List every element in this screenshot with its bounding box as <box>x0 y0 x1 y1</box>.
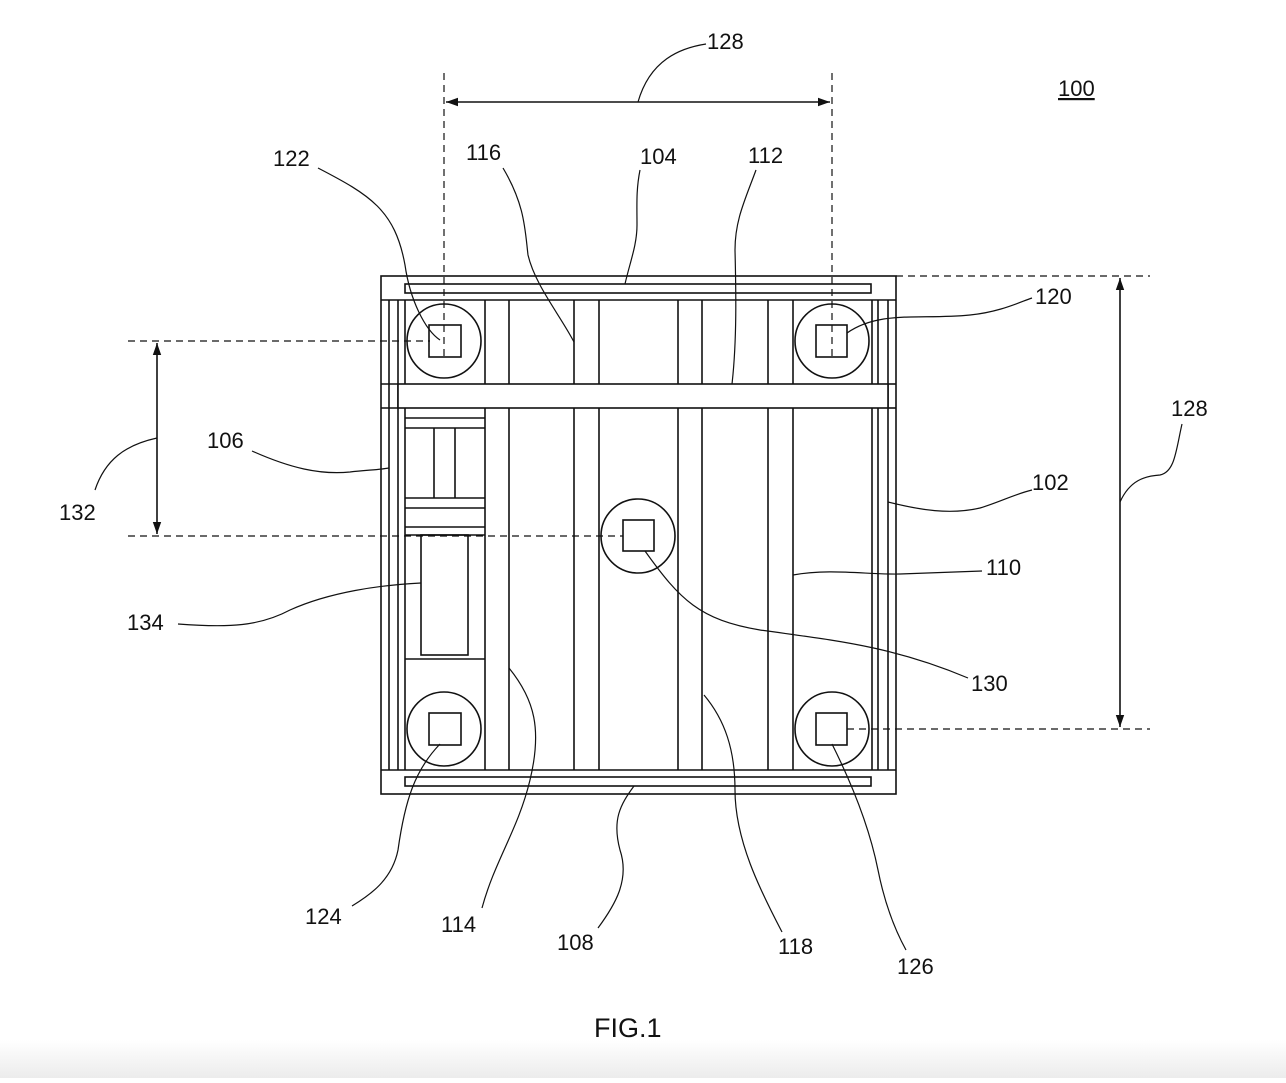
label-112: 112 <box>748 143 783 168</box>
leader-116 <box>502 167 575 343</box>
cross-bar-112 <box>397 383 889 409</box>
reference-numerals: 128 100 122 116 104 112 120 128 106 102 … <box>59 29 1208 979</box>
label-100: 100 <box>1058 76 1095 101</box>
leader-102 <box>887 489 1033 512</box>
label-130: 130 <box>971 671 1008 696</box>
leader-114 <box>481 667 537 909</box>
leader-126 <box>831 743 907 951</box>
label-106: 106 <box>207 428 244 453</box>
label-118: 118 <box>778 934 813 959</box>
leader-lines <box>94 43 1183 951</box>
leader-110 <box>792 570 983 576</box>
leader-112 <box>731 169 757 385</box>
leader-130 <box>644 550 969 679</box>
label-116: 116 <box>466 140 501 165</box>
left-compartment <box>405 417 485 660</box>
bottom-shadow-strip <box>0 1040 1286 1078</box>
component-134 <box>420 534 469 656</box>
label-110: 110 <box>986 555 1021 580</box>
figure-caption: FIG.1 <box>594 1013 662 1043</box>
label-120: 120 <box>1035 284 1072 309</box>
top-slot-104 <box>404 283 872 294</box>
center-unit-130 <box>600 498 676 574</box>
label-114: 114 <box>441 912 476 937</box>
label-124: 124 <box>305 904 342 929</box>
vertical-rails-lower <box>484 408 794 770</box>
leader-108 <box>597 785 635 929</box>
leader-132 <box>94 437 158 491</box>
leader-120 <box>846 297 1033 334</box>
leader-122 <box>317 167 441 341</box>
label-108: 108 <box>557 930 594 955</box>
bottom-slot-108 <box>404 776 872 787</box>
caster-124 <box>406 691 482 767</box>
label-132: 132 <box>59 500 96 525</box>
label-128-top: 128 <box>707 29 744 54</box>
label-122: 122 <box>273 146 310 171</box>
leader-128-right <box>1119 423 1183 503</box>
leader-124 <box>351 743 441 907</box>
caster-126 <box>794 691 870 767</box>
label-134: 134 <box>127 610 164 635</box>
label-102: 102 <box>1032 470 1069 495</box>
label-104: 104 <box>640 144 677 169</box>
label-128-right: 128 <box>1171 396 1208 421</box>
leader-128-top <box>637 43 707 103</box>
dimension-arrows <box>152 97 1125 727</box>
label-126: 126 <box>897 954 934 979</box>
leader-104 <box>624 169 641 285</box>
leader-106 <box>251 450 390 474</box>
vertical-rails-upper <box>484 300 794 384</box>
leader-118 <box>703 694 783 933</box>
dimension-guides <box>128 73 1150 730</box>
outer-frame <box>380 275 897 795</box>
leader-134 <box>177 582 422 627</box>
